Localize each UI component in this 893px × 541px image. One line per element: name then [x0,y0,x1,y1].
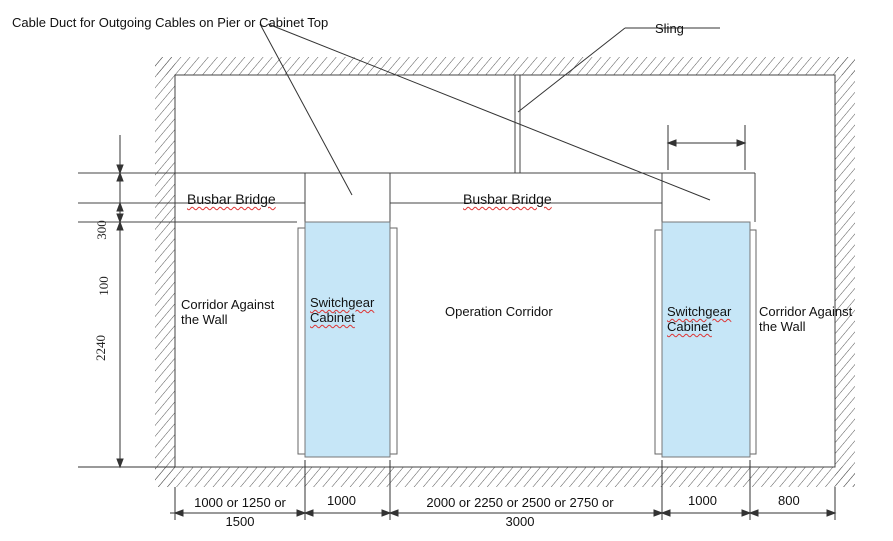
corridor-left-label: Corridor Against the Wall [181,297,275,327]
dimension-300: 300 [93,220,109,240]
switchgear-cabinet-left-shape [297,221,398,458]
dimension-lines [78,125,837,520]
switchgear-cabinet-right-shape [654,221,757,458]
busbar-bridge-center-label: Busbar Bridge [463,191,552,207]
dimension-100: 100 [95,276,111,296]
dimension-right-cabinet: 1000 [688,493,717,508]
cable-duct-label: Cable Duct for Outgoing Cables on Pier o… [12,15,329,30]
dimension-left-corridor: 1000 or 1250 or 1500 [194,495,286,529]
switchgear-right-label: Switchgear Cabinet [667,304,732,334]
busbar-bridge-left-label: Busbar Bridge [187,191,276,207]
operation-corridor-label: Operation Corridor [445,304,553,319]
dimension-operation-corridor: 2000 or 2250 or 2500 or 2750 or 3000 [426,495,614,529]
corridor-right-label: Corridor Against the Wall [759,304,853,334]
leader-lines [259,23,720,201]
dimension-left-cabinet: 1000 [327,493,356,508]
dimension-2240: 2240 [93,335,108,361]
switchgear-left-label: Switchgear Cabinet [310,295,375,325]
sling-label: Sling [655,21,684,36]
dimension-right-corridor: 800 [778,493,800,508]
